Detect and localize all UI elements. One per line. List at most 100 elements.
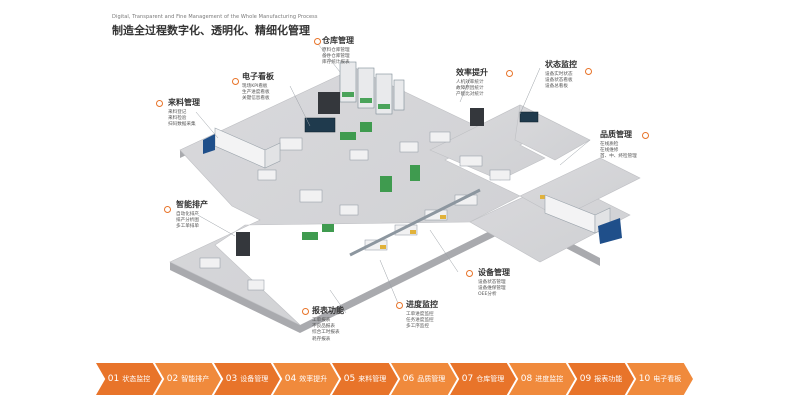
callout-item: 故障原因统计 [456,86,484,92]
callout-scheduling: 智能排产 自动化排产 排产分析图 多工单排单 [164,200,208,231]
callout-efficiency: 效率提升 人机效率统计 故障原因统计 产能比对统计 [456,68,513,99]
callout-title: 品质管理 [600,130,632,139]
callout-item: 设备总看板 [545,84,568,90]
callout-item: 耗存报表 [312,336,331,342]
step-label: 效率提升 [299,375,328,383]
page-header: Digital, Transparent and Fine Management… [112,14,318,38]
step-label: 状态监控 [122,375,151,383]
callout-item: 设备维保管理 [478,286,506,292]
callout-dot [164,206,171,213]
callout-dot [156,100,163,107]
step-number: 02 [166,374,179,384]
step-label: 来料管理 [358,375,387,383]
callout-title: 仓库管理 [322,36,354,45]
callout-item: 在线质检 [600,142,619,147]
callout-item: 人机效率统计 [456,80,484,85]
callout-item: 首、中、终检管理 [600,154,637,160]
callout-item: 综合工时报表 [312,330,340,336]
callout-item: 排产分析图 [176,218,199,224]
step-label: 智能排产 [181,375,210,383]
callout-item: OEE分析 [478,292,497,298]
green-bins [302,122,420,240]
callout-item: 产能比对统计 [456,92,484,98]
callout-item: 多工序监控 [406,324,429,330]
callout-item: 来料检验 [168,116,187,122]
leader-lines [195,43,591,314]
workstations [199,131,511,291]
callout-item: 备件仓库管理 [322,54,350,60]
step-number: 10 [638,374,651,384]
callout-item: 关键信息看板 [242,96,270,102]
callout-title: 智能排产 [176,200,208,209]
callout-material: 来料管理 来料登记 来料检验 扫码数据采集 [156,98,200,129]
callout-item: 设备状态看板 [545,78,573,84]
callout-dot [642,132,649,139]
callout-dot [466,270,473,277]
step-number: 06 [402,374,415,384]
callout-dot [396,302,403,309]
step-label: 报表功能 [594,375,623,383]
callout-item: 设备状态管理 [478,280,506,285]
callout-item: 库存统计报表 [322,60,350,66]
callout-title: 报表功能 [312,306,344,315]
step-number: 03 [225,374,238,384]
callout-item: 多工单排单 [176,224,199,230]
callout-item: 工单报表 [312,318,331,323]
callout-title: 设备管理 [478,268,510,277]
electronic-boards [304,111,539,133]
assembly-line [349,188,481,257]
yellow-parts [380,195,546,249]
callout-dot [506,70,513,77]
callout-status: 状态监控 设备实时状态 设备状态看板 设备总看板 [545,60,592,91]
callout-board-top: 电子看板 现场KPI看板 生产进度看板 关键信息看板 [232,72,274,103]
callout-dot [585,68,592,75]
callout-dot [314,38,321,45]
callout-title: 效率提升 [456,68,488,77]
callout-item: 扫码数据采集 [168,122,196,128]
step-label: 进度监控 [535,375,564,383]
callout-item: 工单进度监控 [406,312,434,317]
step-label: 仓库管理 [476,375,505,383]
floor-slab-top [169,67,641,326]
step-label: 电子看板 [653,375,682,383]
page-title: 制造全过程数字化、透明化、精细化管理 [112,24,310,37]
callout-title: 进度监控 [406,300,438,309]
step-number: 05 [343,374,356,384]
callout-item: 任务进度监控 [406,318,434,324]
step-number: 04 [284,374,297,384]
callout-item: 原料仓库管理 [322,48,350,53]
callout-item: 不良品报表 [312,324,335,330]
control-cabinets [236,92,484,256]
callout-reports: 报表功能 工单报表 不良品报表 综合工时报表 耗存报表 [302,306,344,343]
callout-item: 来料登记 [168,110,187,115]
callout-item: 现场KPI看板 [242,84,268,89]
step-number: 08 [520,374,533,384]
step-number: 01 [107,374,120,384]
callout-title: 电子看板 [242,72,274,81]
step-number: 07 [461,374,474,384]
step-label: 设备管理 [240,375,269,383]
callout-equipment: 设备管理 设备状态管理 设备维保管理 OEE分析 [466,268,510,299]
callout-item: 生产进度看板 [242,90,270,96]
step-number: 09 [579,374,592,384]
callout-progress: 进度监控 工单进度监控 任务进度监控 多工序监控 [396,300,438,331]
callout-title: 状态监控 [545,60,577,69]
callout-item: 设备实时状态 [545,72,573,77]
callout-dot [302,308,309,315]
callout-title: 来料管理 [168,98,200,107]
step-label: 品质管理 [417,375,446,383]
truck-left [203,127,281,169]
callout-item: 在线维修 [600,148,619,154]
